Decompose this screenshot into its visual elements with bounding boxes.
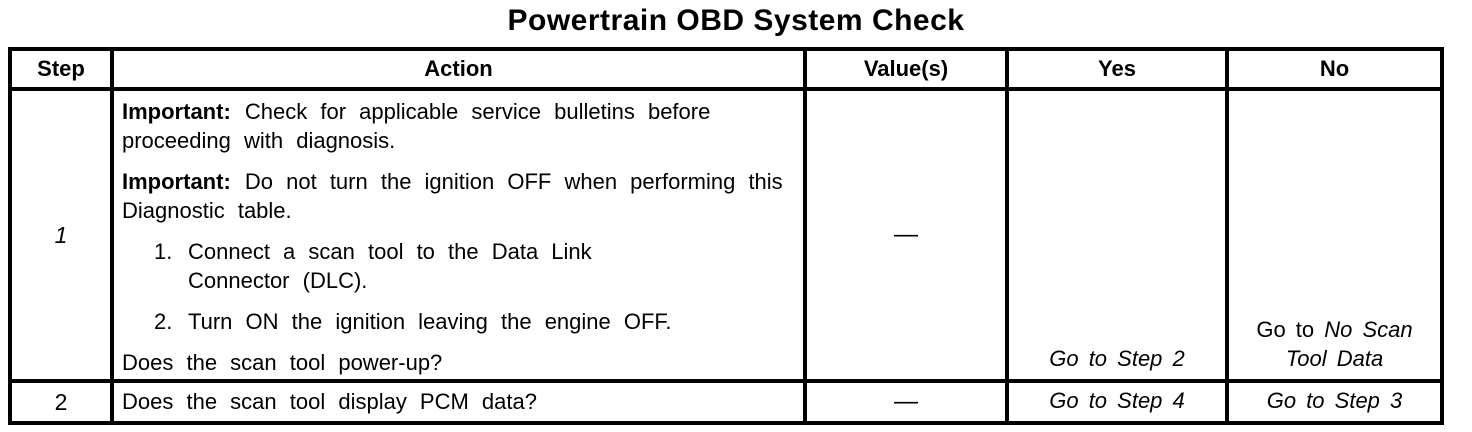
- no-result-text: Go to No Scan Tool Data: [1237, 315, 1432, 373]
- page-title: Powertrain OBD System Check: [507, 4, 965, 37]
- value-cell: —: [803, 379, 1009, 425]
- important-text: Do not turn the ignition OFF when perfor…: [122, 169, 783, 223]
- list-item-number: 1.: [154, 239, 173, 264]
- important-label: Important:: [122, 169, 231, 194]
- list-item-number: 2.: [154, 309, 173, 334]
- column-header-yes: Yes: [1005, 47, 1229, 91]
- table-row-step-1: 1 Important: Check for applicable servic…: [8, 87, 1444, 383]
- table-row-step-2: 2 Does the scan tool display PCM data? —…: [8, 379, 1444, 425]
- list-item: 2. Turn ON the ignition leaving the engi…: [122, 307, 785, 336]
- step-question: Does the scan tool power-up?: [122, 350, 443, 375]
- value-cell: —: [803, 87, 1009, 383]
- no-result-cell: Go to No Scan Tool Data: [1225, 87, 1444, 383]
- column-header-step: Step: [8, 47, 114, 91]
- step-number: 2: [8, 379, 114, 425]
- list-item-text: Turn ON the ignition leaving the engine …: [188, 309, 672, 334]
- important-text: Check for applicable service bulletins b…: [122, 99, 711, 153]
- step-number: 1: [8, 87, 114, 383]
- goto-target: No Scan Tool Data: [1285, 317, 1413, 371]
- column-header-action: Action: [110, 47, 807, 91]
- important-label: Important:: [122, 99, 231, 124]
- column-header-no: No: [1225, 47, 1444, 91]
- header-row: Step Action Value(s) Yes No: [8, 47, 1444, 91]
- column-header-values: Value(s): [803, 47, 1009, 91]
- important-note-2: Important: Do not turn the ignition OFF …: [122, 167, 785, 225]
- yes-result-cell: Go to Step 2: [1005, 87, 1229, 383]
- numbered-list: 1. Connect a scan tool to the Data Link …: [122, 237, 785, 336]
- important-note-1: Important: Check for applicable service …: [122, 97, 785, 155]
- list-item-text: Connect a scan tool to the Data Link Con…: [188, 239, 592, 293]
- goto-prefix: Go to: [1256, 317, 1315, 342]
- action-cell: Important: Check for applicable service …: [110, 87, 807, 383]
- obd-system-check-table: Step Action Value(s) Yes No 1 Important:…: [8, 47, 1444, 425]
- list-item: 1. Connect a scan tool to the Data Link …: [122, 237, 785, 295]
- action-cell: Does the scan tool display PCM data?: [110, 379, 807, 425]
- no-result-cell: Go to Step 3: [1225, 379, 1444, 425]
- yes-result-cell: Go to Step 4: [1005, 379, 1229, 425]
